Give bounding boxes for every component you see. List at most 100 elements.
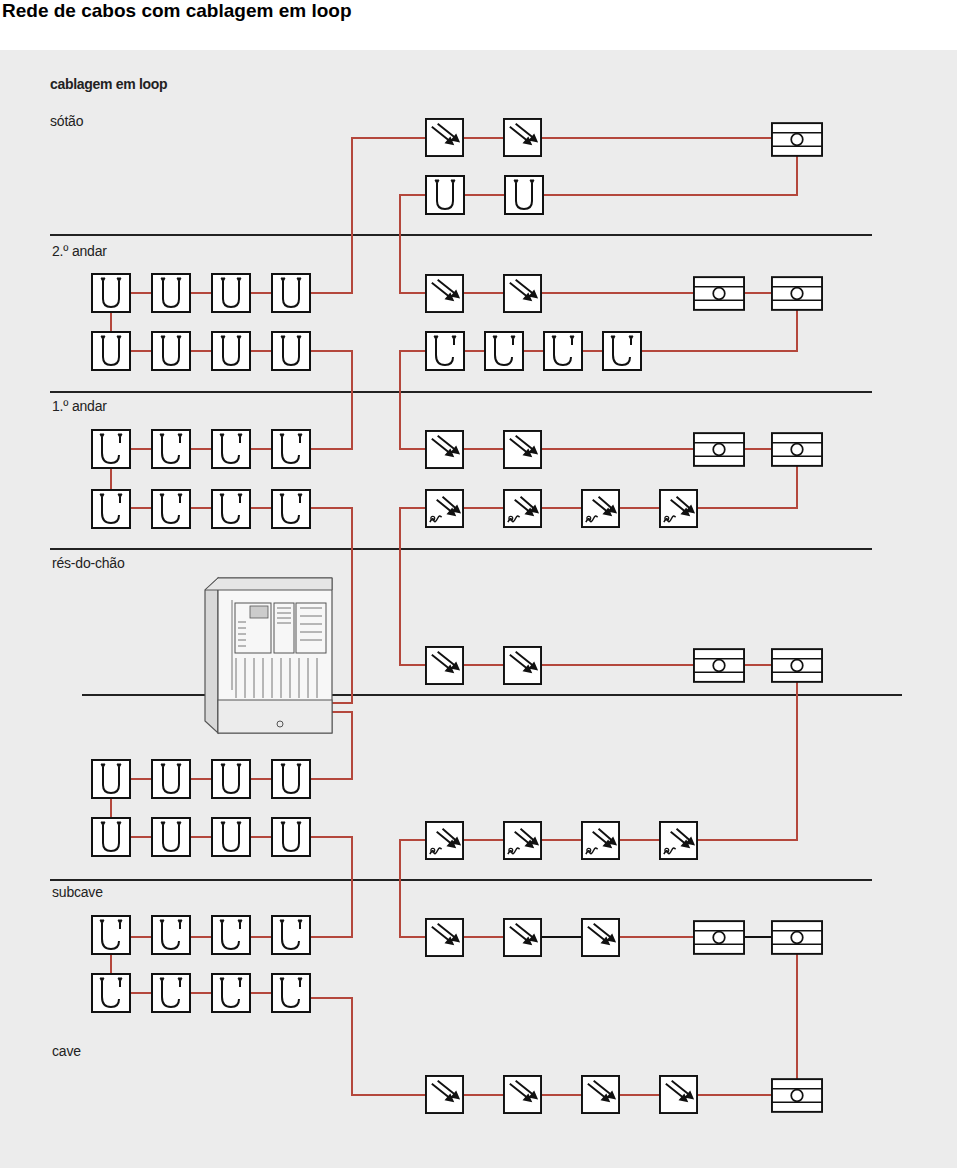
panel-stroke	[277, 623, 291, 624]
smoke-detector-symbol	[426, 919, 463, 956]
sounder-symbol	[272, 274, 310, 312]
panel-stroke	[272, 658, 273, 698]
panel-base	[218, 700, 332, 733]
smoke-detector-symbol	[426, 431, 463, 468]
sounder-symbol	[212, 916, 250, 954]
loop-wires	[91, 138, 797, 1095]
panel-stroke	[277, 613, 291, 614]
smoke-detector-symbol	[582, 1076, 619, 1113]
smoke-detector-symbol	[504, 275, 541, 312]
call-point-symbol	[772, 433, 822, 466]
panel-stroke	[290, 658, 291, 698]
detector-symbol	[426, 490, 463, 527]
sounder-symbol	[92, 274, 130, 312]
sounder-symbol	[92, 916, 130, 954]
smoke-detector-symbol	[426, 275, 463, 312]
sounder-symbol	[212, 332, 250, 370]
sounder-symbol	[272, 490, 310, 528]
floor-label: cave	[52, 1043, 81, 1059]
sounder-symbol	[272, 974, 310, 1012]
sounder-symbol	[426, 332, 464, 370]
sounder-symbol	[272, 760, 310, 798]
panel-stroke	[300, 616, 322, 617]
floor-label: rés-do-chão	[52, 555, 125, 571]
panel-stroke	[299, 658, 300, 698]
sounder-symbol	[212, 430, 250, 468]
sounder-symbol	[505, 176, 543, 214]
panel-stroke	[300, 640, 322, 641]
detector-symbol	[660, 490, 697, 527]
sounder-symbol	[92, 974, 130, 1012]
panel-stroke	[236, 658, 237, 698]
floor-line	[50, 548, 872, 550]
panel-stroke	[277, 618, 291, 619]
smoke-detector-symbol	[426, 647, 463, 684]
call-point-symbol	[772, 649, 822, 682]
panel-module	[235, 603, 271, 653]
floor-line	[50, 879, 872, 881]
panel-stroke	[317, 658, 318, 698]
panel-stroke	[245, 658, 246, 698]
smoke-detector-symbol	[660, 1076, 697, 1113]
smoke-detector-symbol	[426, 1076, 463, 1113]
panel-side	[205, 578, 218, 733]
detector-symbol	[426, 822, 463, 859]
sounder-symbol	[152, 332, 190, 370]
floor-line	[50, 234, 872, 236]
floor-line	[50, 391, 872, 393]
call-point-symbol	[772, 1079, 822, 1112]
panel-stroke	[300, 624, 322, 625]
sounder-symbol	[152, 430, 190, 468]
sounder-symbol	[92, 430, 130, 468]
smoke-detector-symbol	[582, 919, 619, 956]
panel-stroke	[263, 658, 264, 698]
smoke-detector-symbol	[504, 919, 541, 956]
sounder-symbol	[152, 818, 190, 856]
wire	[311, 351, 352, 449]
floor-lines	[50, 235, 902, 880]
smoke-detector-symbol	[504, 119, 541, 156]
panel-display	[250, 606, 268, 618]
smoke-detector-symbol	[504, 1076, 541, 1113]
control-panel	[205, 578, 332, 733]
panel-stroke	[238, 646, 246, 647]
wire	[311, 937, 797, 1095]
call-point-symbol	[694, 649, 744, 682]
sounder-symbol	[92, 490, 130, 528]
sounder-symbol	[212, 490, 250, 528]
sounder-symbol	[272, 430, 310, 468]
floor-label: 1.º andar	[52, 398, 107, 414]
detector-symbol	[582, 822, 619, 859]
panel-stroke	[238, 640, 246, 641]
call-point-symbol	[772, 123, 822, 156]
panel-stroke	[281, 658, 282, 698]
call-point-symbol	[694, 277, 744, 310]
panel-stroke	[254, 658, 255, 698]
call-point-symbol	[772, 921, 822, 954]
detector-symbol	[582, 490, 619, 527]
sounder-symbol	[212, 760, 250, 798]
sounder-symbol	[272, 332, 310, 370]
call-point-symbol	[772, 277, 822, 310]
sounder-symbol	[212, 274, 250, 312]
sounder-symbol	[544, 332, 582, 370]
panel-stroke	[238, 628, 246, 629]
sounder-symbol	[92, 818, 130, 856]
sounder-symbol	[485, 332, 523, 370]
wire	[311, 837, 352, 937]
sounder-symbol	[212, 818, 250, 856]
sounder-symbol	[152, 974, 190, 1012]
sounder-symbol	[92, 332, 130, 370]
wire	[542, 936, 584, 938]
smoke-detector-symbol	[426, 119, 463, 156]
wire	[311, 138, 797, 293]
floor-label: subcave	[52, 884, 103, 900]
wire	[400, 293, 797, 937]
sounder-symbol	[212, 974, 250, 1012]
panel-details	[232, 600, 322, 698]
sounder-symbol	[152, 274, 190, 312]
panel-front	[218, 578, 332, 733]
page-title: Rede de cabos com cablagem em loop	[2, 0, 352, 22]
panel-stroke	[308, 658, 309, 698]
